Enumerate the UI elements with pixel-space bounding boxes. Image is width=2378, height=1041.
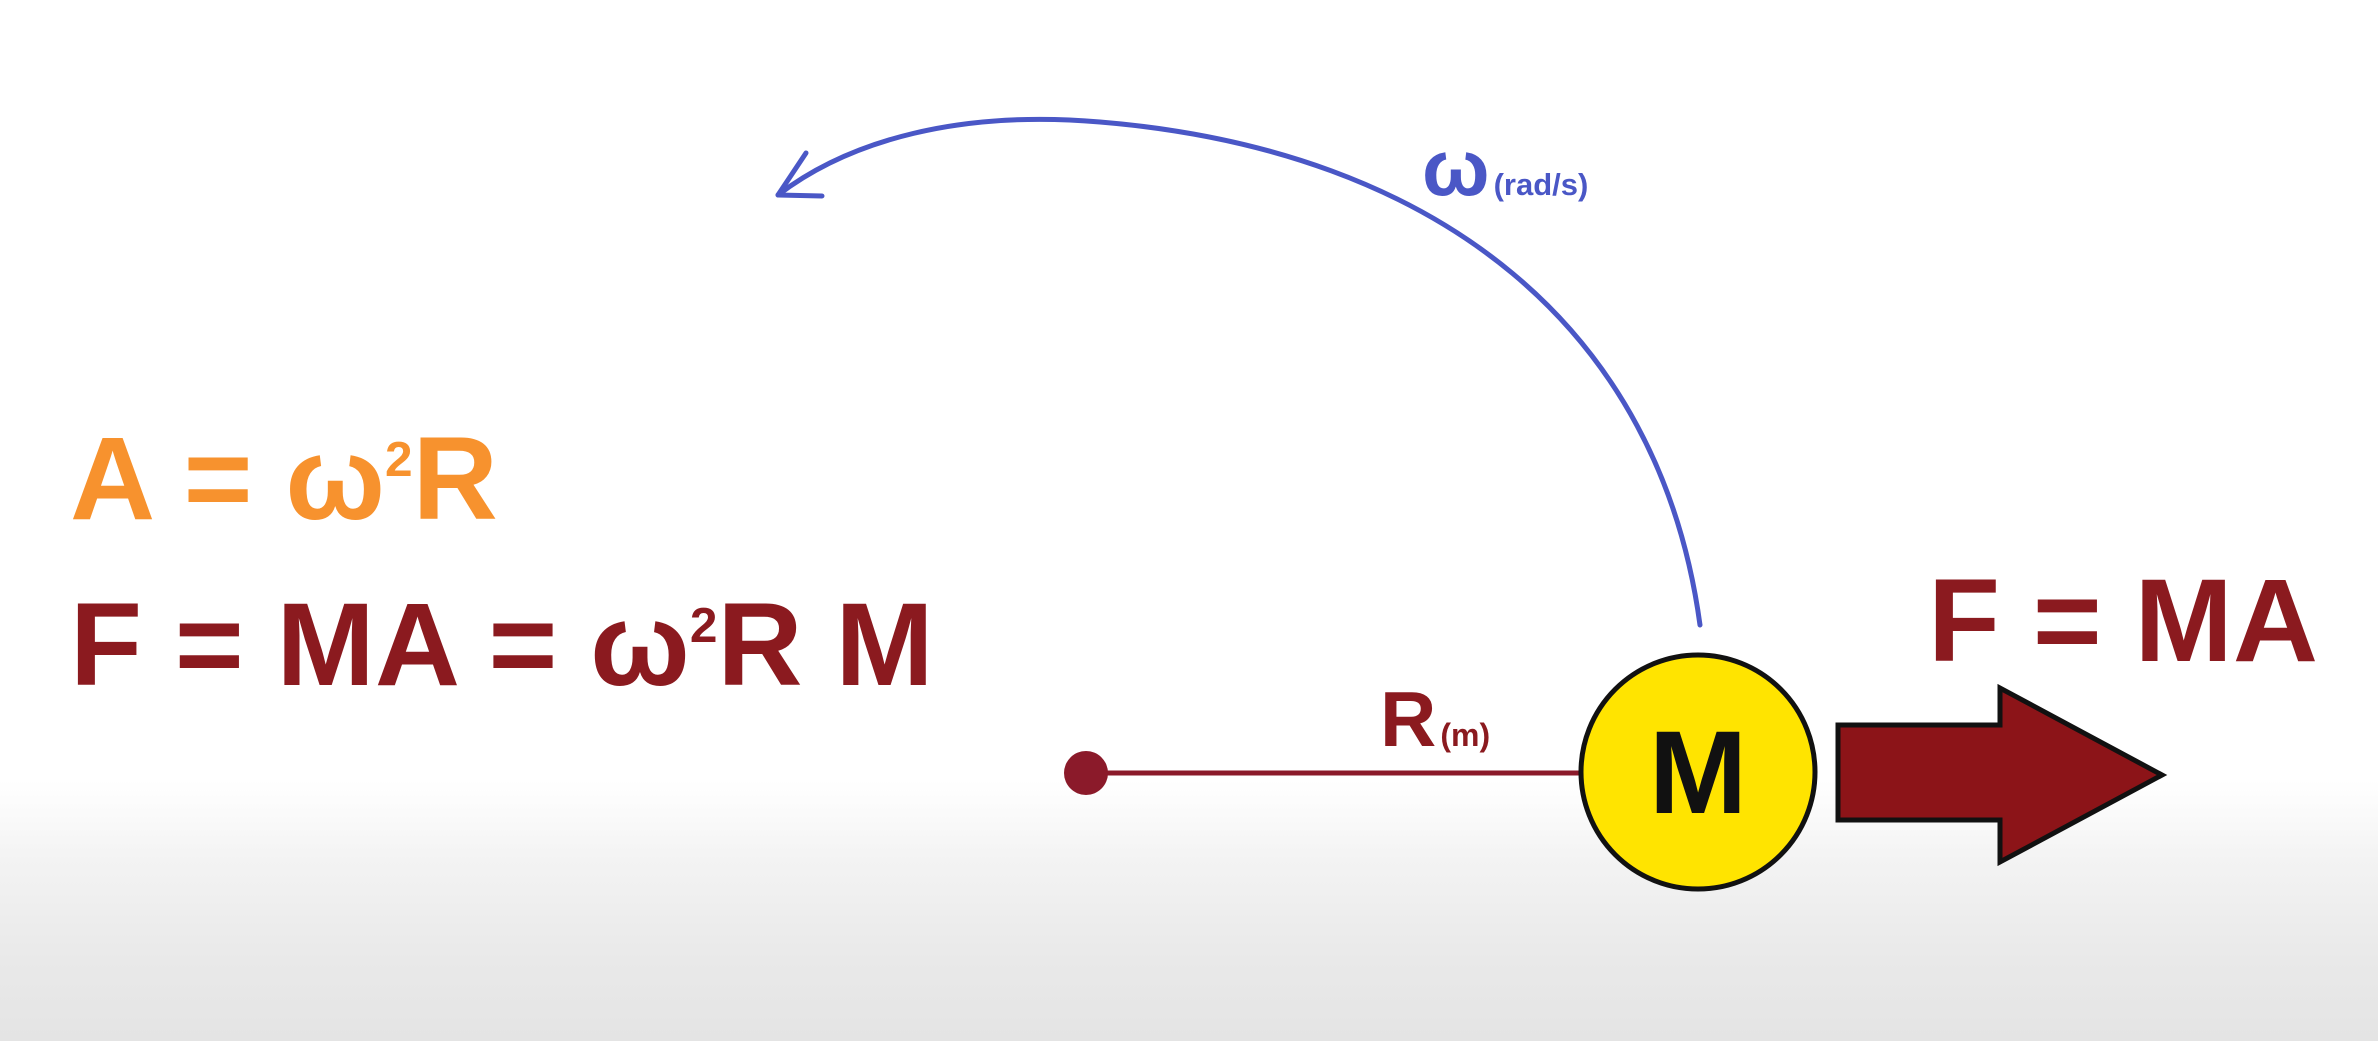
mass-label: M [1648, 707, 1748, 839]
force-arrow-icon [1835, 683, 2168, 867]
omega-unit: (rad/s) [1493, 167, 1589, 202]
force-equation: F = MA = ω2R M [70, 579, 934, 711]
radius-unit: (m) [1440, 717, 1491, 753]
mass-circle [1578, 652, 1818, 892]
radius-label: R(m) [1380, 675, 1491, 763]
rotation-arrowhead-icon [775, 150, 825, 199]
rotation-arc [775, 116, 1703, 628]
omega-label: ω(rad/s) [1422, 123, 1589, 212]
pivot-dot-icon [1064, 751, 1108, 795]
acceleration-equation: A = ω2R [70, 413, 498, 545]
force-label-right: F = MA [1928, 555, 2319, 687]
